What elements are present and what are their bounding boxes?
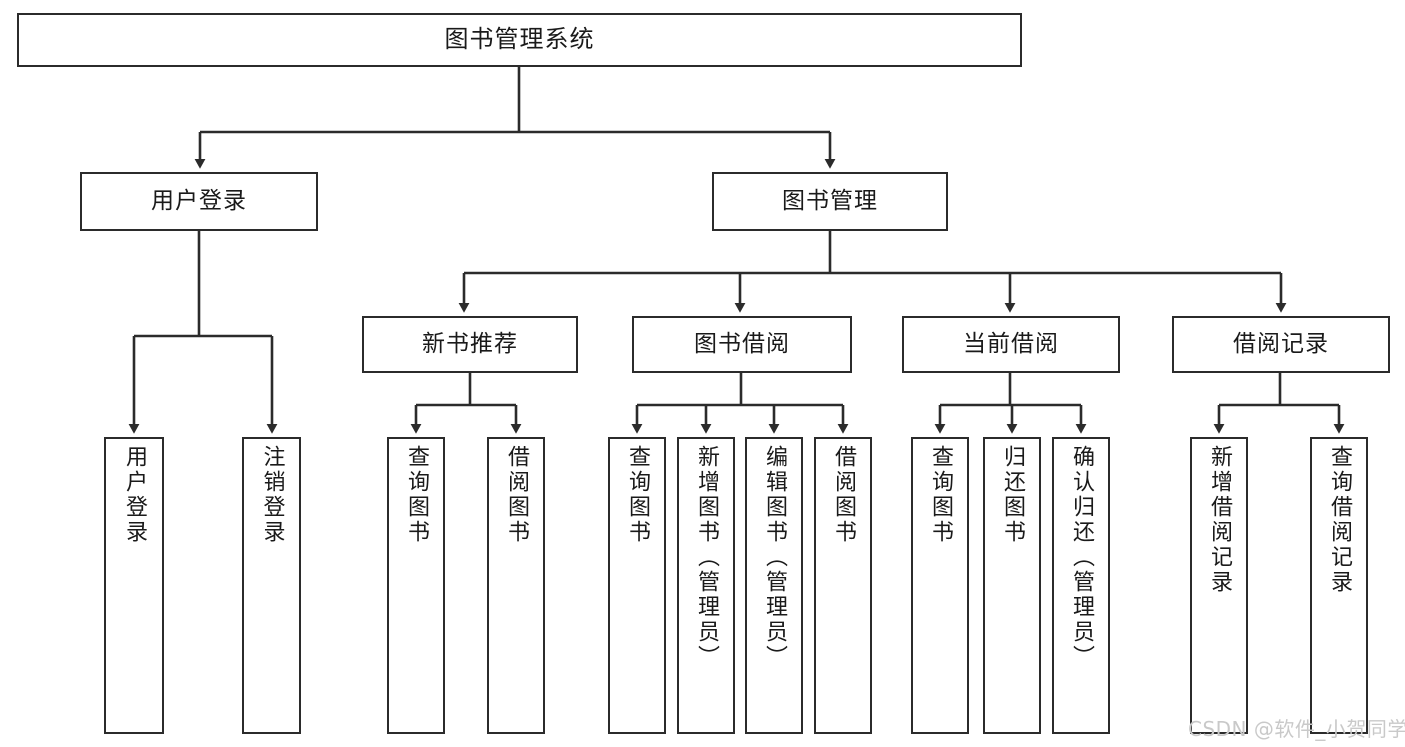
leaf-rec-query-label: 查询图书 <box>404 445 429 545</box>
leaf-cur-return[interactable]: 归还图书 <box>983 437 1041 734</box>
leaf-rec-query[interactable]: 查询图书 <box>387 437 445 734</box>
leaf-borrow-do[interactable]: 借阅图书 <box>814 437 872 734</box>
leaf-rec-query2-label: 查询借阅记录 <box>1327 445 1352 595</box>
node-root[interactable]: 图书管理系统 <box>17 13 1022 67</box>
node-borrow-record-label: 借阅记录 <box>1233 331 1329 358</box>
node-book-manage-label: 图书管理 <box>782 188 878 215</box>
leaf-borrow-edit-label: 编辑图书（管理员） <box>762 445 787 670</box>
node-book-manage[interactable]: 图书管理 <box>712 172 948 231</box>
leaf-rec-add-label: 新增借阅记录 <box>1207 445 1232 595</box>
node-root-label: 图书管理系统 <box>444 25 595 54</box>
leaf-user-logout-label: 注销登录 <box>259 445 285 545</box>
leaf-borrow-edit[interactable]: 编辑图书（管理员） <box>745 437 803 734</box>
node-new-book-rec-label: 新书推荐 <box>422 331 518 358</box>
node-borrow-record[interactable]: 借阅记录 <box>1172 316 1390 373</box>
leaf-user-login[interactable]: 用户登录 <box>104 437 164 734</box>
leaf-cur-confirm[interactable]: 确认归还（管理员） <box>1052 437 1110 734</box>
node-new-book-rec[interactable]: 新书推荐 <box>362 316 578 373</box>
leaf-borrow-do-label: 借阅图书 <box>831 445 856 545</box>
leaf-borrow-add-label: 新增图书（管理员） <box>694 445 719 670</box>
leaf-cur-query[interactable]: 查询图书 <box>911 437 969 734</box>
node-current-borrow-label: 当前借阅 <box>963 331 1059 358</box>
leaf-rec-add[interactable]: 新增借阅记录 <box>1190 437 1248 734</box>
leaf-borrow-query-label: 查询图书 <box>625 445 650 545</box>
leaf-cur-query-label: 查询图书 <box>928 445 953 545</box>
leaf-user-login-label: 用户登录 <box>122 445 147 545</box>
leaf-user-logout[interactable]: 注销登录 <box>242 437 301 734</box>
leaf-borrow-query[interactable]: 查询图书 <box>608 437 666 734</box>
csdn-watermark: CSDN @软件_小贺同学 <box>1188 717 1405 741</box>
node-book-borrow-label: 图书借阅 <box>694 331 790 358</box>
node-current-borrow[interactable]: 当前借阅 <box>902 316 1120 373</box>
node-user-login[interactable]: 用户登录 <box>80 172 318 231</box>
leaf-rec-query2[interactable]: 查询借阅记录 <box>1310 437 1368 734</box>
node-book-borrow[interactable]: 图书借阅 <box>632 316 852 373</box>
node-user-login-label: 用户登录 <box>151 188 247 215</box>
leaf-cur-confirm-label: 确认归还（管理员） <box>1069 445 1094 670</box>
leaf-rec-borrow-label: 借阅图书 <box>504 445 529 545</box>
leaf-cur-return-label: 归还图书 <box>1000 445 1025 545</box>
leaf-borrow-add[interactable]: 新增图书（管理员） <box>677 437 735 734</box>
leaf-rec-borrow[interactable]: 借阅图书 <box>487 437 545 734</box>
